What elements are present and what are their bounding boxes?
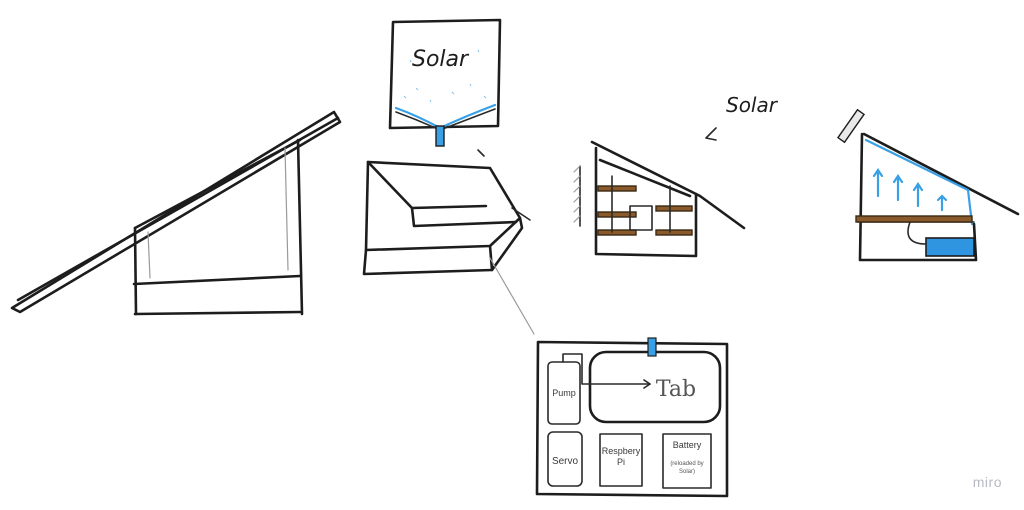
battery-note-box: (reloaded by Solar) bbox=[670, 461, 704, 475]
solar-panel-sketch: Solar bbox=[388, 18, 502, 147]
solar-panel-label: Solar bbox=[412, 47, 470, 72]
pump-hose bbox=[562, 353, 651, 385]
raspberry-pi-label-box: Respbery Pi bbox=[601, 446, 641, 467]
tab-label: Tab bbox=[656, 377, 696, 402]
greenhouse-shelves-sketch: Solar bbox=[573, 93, 779, 258]
solar-arrow-label: Solar bbox=[726, 93, 779, 117]
electronics-box: Pump Tab Servo Respbery Pi Battery (relo… bbox=[535, 337, 729, 498]
water-inlet-icon bbox=[647, 337, 657, 357]
frame-box-sketch bbox=[362, 149, 535, 335]
pump-label: Pump bbox=[552, 388, 576, 398]
hose-arrow-icon bbox=[643, 379, 651, 389]
servo-module bbox=[547, 431, 583, 487]
battery-module bbox=[662, 433, 712, 489]
battery-note: (reloaded by Solar) bbox=[670, 461, 704, 475]
raspberry-pi-label: Respbery Pi bbox=[601, 446, 641, 467]
wall-hatching bbox=[573, 165, 581, 223]
water-flow-arrows-icon bbox=[872, 168, 948, 212]
greenhouse-water-sketch bbox=[836, 108, 1020, 262]
solar-direction-arrow-icon bbox=[705, 127, 717, 141]
water-outlet-icon bbox=[435, 125, 445, 147]
water-tank-icon bbox=[925, 237, 975, 257]
pump-module bbox=[547, 361, 581, 425]
servo-label: Servo bbox=[552, 456, 579, 467]
battery-label: Battery bbox=[673, 440, 702, 450]
water-drops-icon bbox=[403, 49, 487, 103]
mini-solar-panel-icon bbox=[836, 108, 866, 144]
storage-cabinet-icon bbox=[629, 205, 653, 231]
raspberry-pi-module bbox=[599, 433, 643, 487]
miro-watermark: miro bbox=[972, 474, 1002, 490]
greenhouse-sketch-large bbox=[10, 110, 342, 316]
